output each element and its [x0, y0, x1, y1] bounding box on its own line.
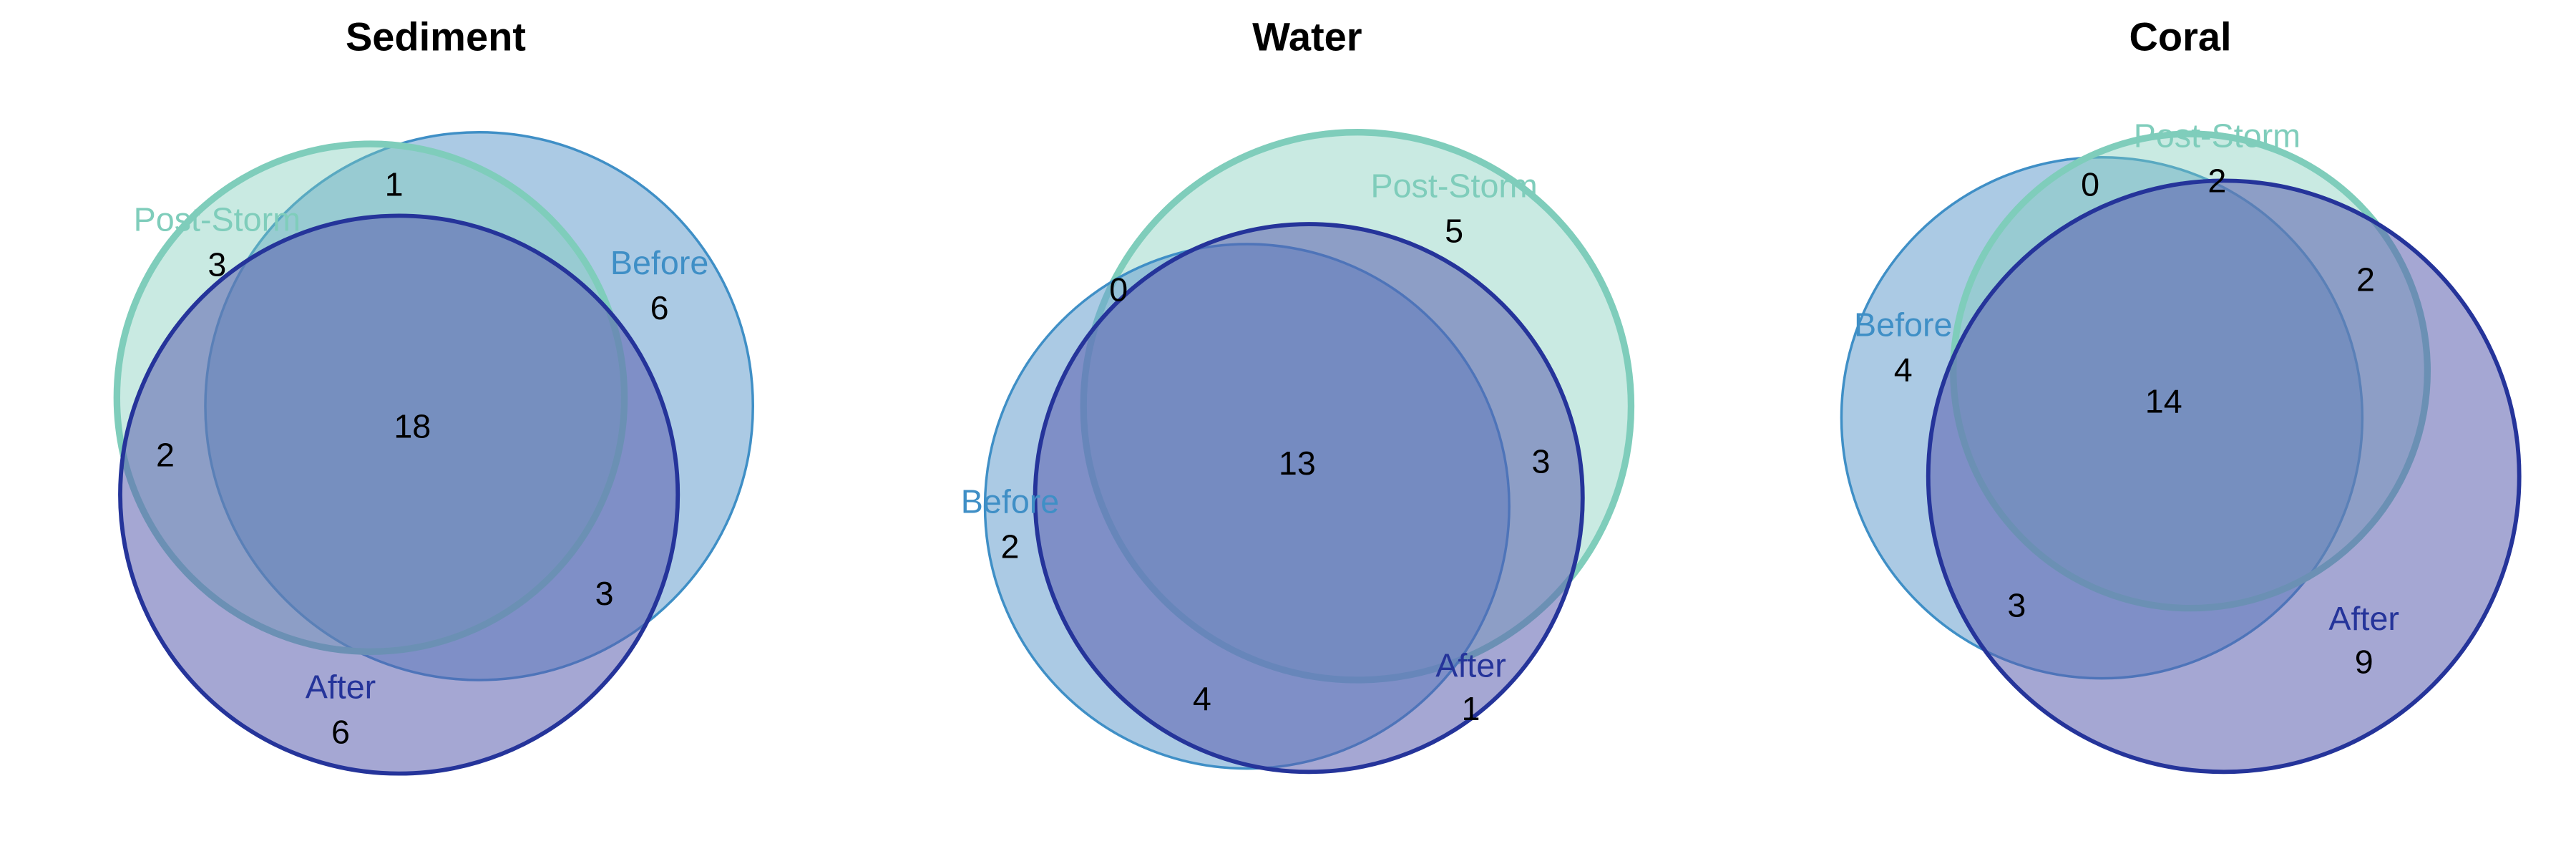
- set-label-before: Before: [961, 483, 1059, 520]
- set-after-circle: [1033, 222, 1585, 775]
- count-only-post-storm: 3: [208, 246, 226, 283]
- set-label-post-storm: Post-Storm: [134, 200, 301, 238]
- count-post-storm-after: 3: [1531, 443, 1550, 480]
- set-label-post-storm: Post-Storm: [1370, 168, 1537, 205]
- count-post-storm-before: 0: [1109, 271, 1128, 308]
- panel-title: Coral: [2129, 14, 2231, 59]
- set-label-after: After: [306, 669, 376, 706]
- venn-panel-water: Water Post-Storm Before After 5 0 13 3 2…: [961, 14, 1635, 775]
- set-after-circle: [1926, 178, 2522, 775]
- set-label-post-storm: Post-Storm: [2134, 117, 2301, 155]
- count-all-three: 13: [1279, 445, 1316, 482]
- count-before-after: 3: [2007, 586, 2026, 623]
- count-all-three: 18: [394, 408, 431, 445]
- count-before-after: 4: [1193, 680, 1211, 717]
- count-post-storm-after: 2: [2356, 261, 2375, 298]
- count-post-storm-before: 0: [2081, 165, 2099, 203]
- panel-title: Sediment: [346, 14, 526, 59]
- count-only-before: 6: [650, 289, 669, 326]
- set-label-before: Before: [1854, 306, 1952, 343]
- count-post-storm-before: 1: [385, 165, 404, 203]
- set-label-before: Before: [610, 244, 708, 281]
- venn-panel-sediment: Sediment Post-Storm Before After 1 3 6 1…: [113, 14, 754, 776]
- panel-title: Water: [1252, 14, 1362, 59]
- count-only-after: 1: [1461, 690, 1480, 727]
- set-label-after: After: [1435, 646, 1506, 684]
- count-only-post-storm: 2: [2207, 162, 2226, 200]
- set-label-after: After: [2328, 600, 2399, 637]
- count-before-after: 3: [595, 575, 614, 612]
- venn-panel-coral: Coral Post-Storm Before After 0 2 2 4 14…: [1840, 14, 2522, 775]
- count-only-before: 2: [1001, 528, 1020, 566]
- count-post-storm-after: 2: [156, 436, 175, 473]
- count-all-three: 14: [2145, 383, 2182, 420]
- count-only-after: 9: [2355, 644, 2373, 681]
- count-only-after: 6: [331, 714, 350, 751]
- set-after-circle: [118, 213, 680, 776]
- count-only-before: 4: [1894, 351, 1913, 388]
- count-only-post-storm: 5: [1445, 213, 1463, 250]
